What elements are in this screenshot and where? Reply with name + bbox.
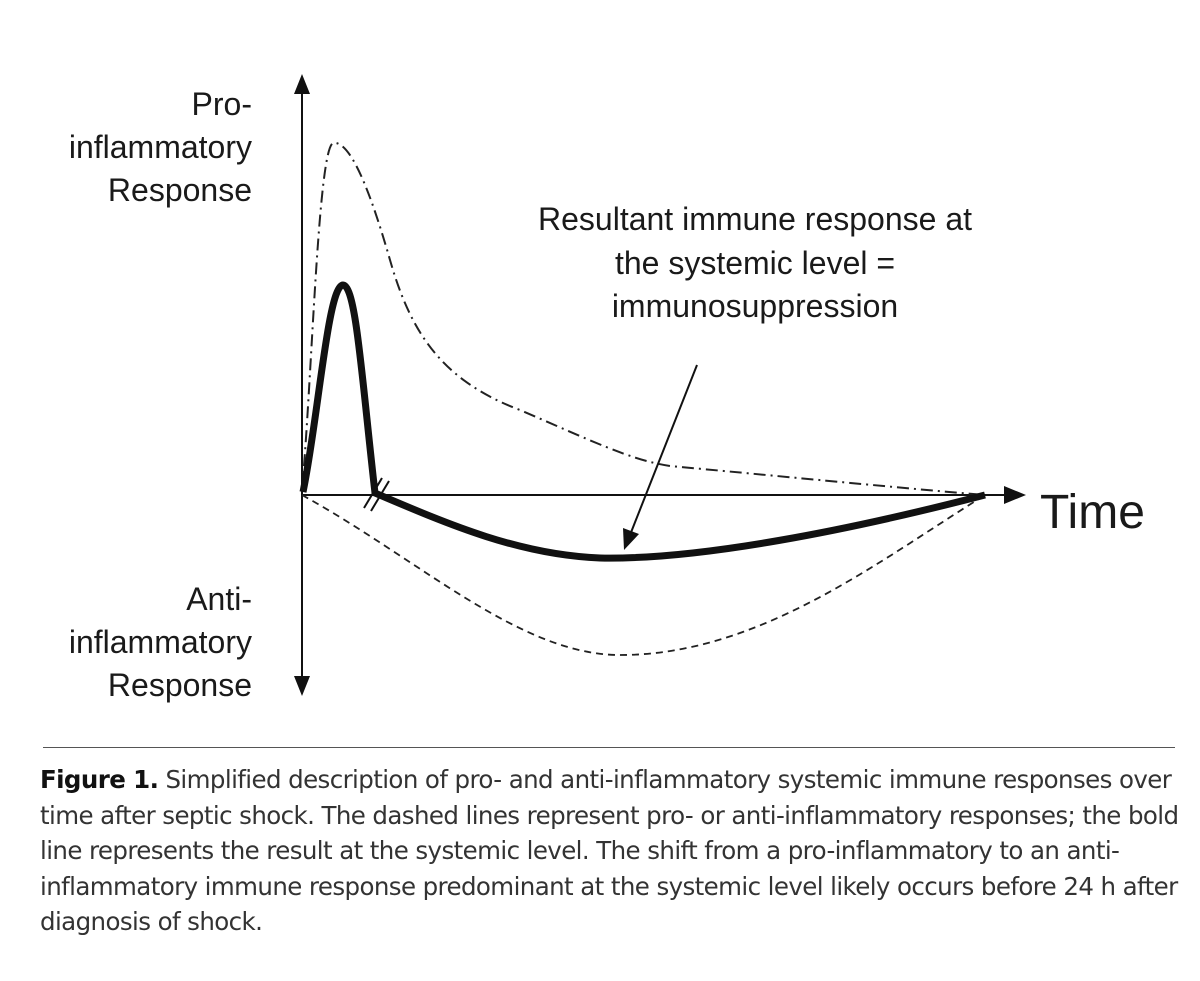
- annotation-arrow: [629, 364, 698, 536]
- immune-response-diagram: Pro- inflammatory Response Anti- inflamm…: [69, 74, 1145, 703]
- annotation-arrowhead: [623, 528, 639, 550]
- y-axis-down-arrow: [294, 676, 310, 696]
- figure-caption: Figure 1. Simplified description of pro-…: [40, 762, 1180, 940]
- y-bottom-label-line: Anti-: [186, 581, 252, 617]
- caption-label: Figure 1.: [40, 765, 159, 794]
- caption-divider: [43, 747, 1175, 748]
- y-top-label-line: Response: [108, 172, 252, 208]
- y-top-label-line: inflammatory: [69, 129, 252, 165]
- axis-break-mark: [363, 477, 383, 509]
- y-bottom-label-line: inflammatory: [69, 624, 252, 660]
- y-top-label-line: Pro-: [192, 86, 252, 122]
- caption-text: Simplified description of pro- and anti-…: [40, 765, 1179, 936]
- x-axis-arrow: [1004, 486, 1026, 504]
- anti-inflammatory-curve: [301, 494, 986, 656]
- y-bottom-label-line: Response: [108, 667, 252, 703]
- pro-inflammatory-curve: [301, 141, 986, 496]
- annotation-line: the systemic level =: [615, 245, 895, 281]
- y-axis-up-arrow: [294, 74, 310, 94]
- resultant-curve: [299, 281, 986, 562]
- x-axis-label: Time: [1040, 486, 1145, 539]
- annotation-line: Resultant immune response at: [538, 201, 972, 237]
- axis-break-mark: [370, 480, 390, 512]
- annotation-line: immunosuppression: [612, 288, 898, 324]
